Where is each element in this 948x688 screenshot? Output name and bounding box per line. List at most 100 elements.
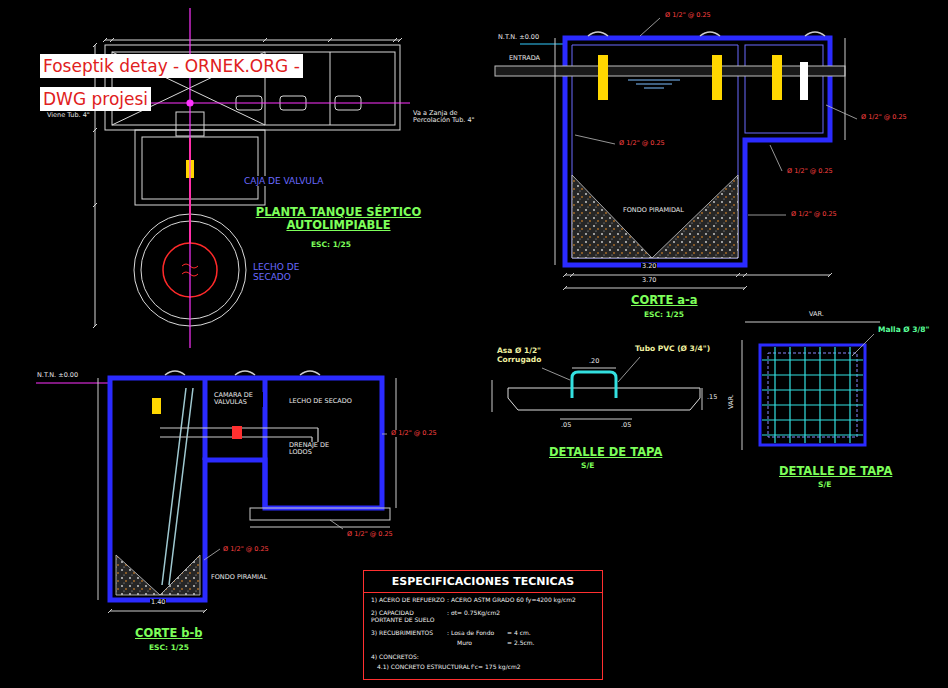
table-cell: = 2.5cm. <box>506 640 536 647</box>
dimension: VAR. <box>728 393 735 410</box>
leader-line <box>330 520 343 529</box>
dimension: .05 <box>560 422 572 429</box>
section-a-a <box>652 175 738 258</box>
plan-view <box>330 52 331 125</box>
view-title: CORTE a-a <box>630 294 699 307</box>
section-a-a <box>588 32 825 36</box>
section-a-a <box>565 275 830 276</box>
section-a-a <box>495 66 845 76</box>
plan-view <box>105 40 400 41</box>
section-axis <box>187 100 193 106</box>
lid-section <box>542 368 570 380</box>
section-a-a <box>800 62 808 100</box>
scale-note: ESC: 1/25 <box>148 644 190 653</box>
section-b-b <box>108 609 207 613</box>
dimension: .05 <box>620 422 632 429</box>
level-mark: N.T.N. ±0.00 <box>497 34 540 41</box>
section-a-a <box>572 175 652 258</box>
leader-line <box>640 18 660 36</box>
room-label: DRENAJE DE LODOS <box>288 442 352 457</box>
view-title: CORTE b-b <box>134 627 204 640</box>
part-label: FONDO PIRAMIDAL <box>622 207 685 214</box>
table-cell: : Losa de Fondo <box>446 630 495 637</box>
section-a-a <box>712 55 722 100</box>
part-label: Asa Ø 1/2" Corrugado <box>496 347 562 364</box>
rebar-callout: Ø 1/2" @ 0.25 <box>618 140 666 147</box>
section-b-b <box>152 398 161 414</box>
plan-view <box>103 38 402 42</box>
section-b-b <box>396 378 397 508</box>
table-cell: 4) CONCRETOS: <box>370 654 420 661</box>
section-b-b <box>165 371 320 375</box>
section-a-a <box>495 32 845 290</box>
rebar-callout: Ø 1/2" @ 0.25 <box>222 546 270 553</box>
dimension: .15 <box>706 394 718 401</box>
table-cell: f'c= 175 kg/cm2 <box>470 664 522 671</box>
section-a-a <box>628 80 680 88</box>
lid-mesh <box>760 345 865 445</box>
section-a-a <box>572 45 738 258</box>
leader-line <box>204 434 387 560</box>
section-b-b <box>160 555 200 595</box>
section-b-b <box>110 611 205 612</box>
room-label: CAMARA DE VALVULAS <box>213 392 263 407</box>
dimension: 1.40 <box>150 599 166 606</box>
leader-line <box>575 135 615 144</box>
section-a-a <box>555 38 556 265</box>
scale-note: S/E <box>817 481 832 490</box>
rebar-callout: Ø 1/2" @ 0.25 <box>786 168 834 175</box>
section-b-b <box>36 383 110 384</box>
section-b-b <box>98 378 99 600</box>
leader-line <box>826 105 857 119</box>
lid-section <box>572 368 616 369</box>
section-b-b <box>162 388 193 585</box>
part-label: Malla Ø 3/8" <box>877 326 930 335</box>
watermark: Foseptik detay - ORNEK.ORG - DWG projesi <box>40 54 303 111</box>
section-b-b <box>110 378 382 600</box>
lid-section <box>702 388 703 410</box>
section-b-b <box>250 508 390 520</box>
plan-view <box>142 137 258 199</box>
dimension: 3.70 <box>641 277 657 284</box>
table-cell: : σt= 0.75Kg/cm2 <box>446 610 501 617</box>
section-a-a <box>845 38 846 140</box>
room-label: LECHO DE SECADO <box>252 262 316 283</box>
view-title: DETALLE DE TAPA <box>548 446 663 459</box>
table-cell: Muro <box>456 640 473 647</box>
lid-section <box>492 380 493 412</box>
plan-view <box>93 43 97 328</box>
section-b-b <box>250 527 390 528</box>
lid-mesh <box>742 340 743 450</box>
plan-view <box>93 38 402 328</box>
section-b-b <box>232 426 242 439</box>
level-mark: N.T.N. ±0.00 <box>36 372 79 379</box>
part-label: Tubo PVC (Ø 3/4") <box>634 345 711 354</box>
lid-section <box>618 357 640 382</box>
table-cell: 1) ACERO DE REFUERZO <box>370 597 446 604</box>
section-a-a <box>598 55 608 100</box>
leader-line <box>770 145 782 171</box>
lid-mesh <box>762 347 863 443</box>
dimension: .20 <box>588 358 600 365</box>
plan-view <box>135 130 265 205</box>
leader-line <box>575 18 857 215</box>
table-cell: 4.1) CONCRETO ESTRUCTURAL <box>376 664 471 671</box>
lid-section <box>560 419 632 420</box>
room-label: CAJA DE VALVULA <box>243 176 324 186</box>
leader-line <box>204 549 220 560</box>
rebar-callout: Ø 1/2" @ 0.25 <box>346 531 394 538</box>
rebar-callout: Ø 1/2" @ 0.25 <box>790 211 838 218</box>
inlet-label: ENTRADA <box>508 55 541 62</box>
leader-line <box>382 434 387 435</box>
rebar-callout: Ø 1/2" @ 0.25 <box>664 12 712 19</box>
dimension: 3.20 <box>641 263 657 270</box>
lid-mesh <box>768 353 857 437</box>
rebar-callout: Ø 1/2" @ 0.25 <box>860 114 908 121</box>
table-title: ESPECIFICACIONES TECNICAS <box>364 571 602 593</box>
lid-mesh <box>742 322 880 450</box>
lid-section <box>508 388 700 410</box>
watermark-box: Foseptik detay - ORNEK.ORG - DWG projesi <box>40 50 340 116</box>
lid-section <box>492 357 702 419</box>
table-cell: : ACERO ASTM GRADO 60 fy=4200 kg/cm2 <box>446 597 577 604</box>
